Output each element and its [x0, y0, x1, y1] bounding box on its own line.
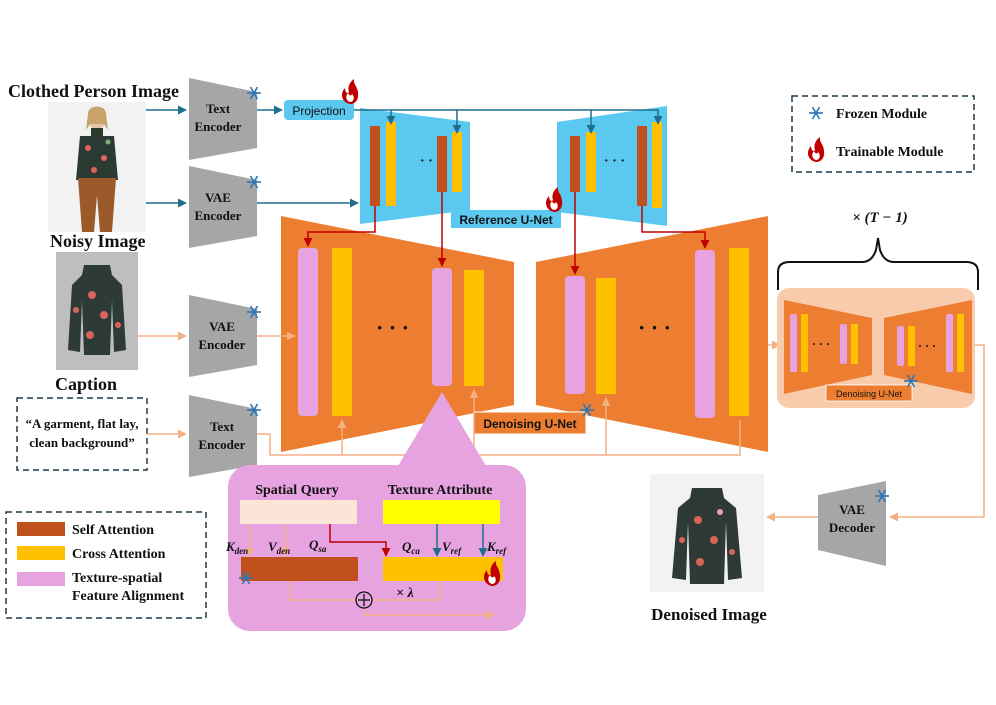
cross-attention-block: [383, 557, 503, 581]
vae-encoder-top: VAE Encoder: [189, 166, 257, 248]
svg-text:Text: Text: [210, 419, 235, 434]
legend-self-attention-swatch: [17, 522, 65, 536]
repeated-unet-label-box: [825, 384, 913, 402]
svg-text:VAE: VAE: [209, 319, 235, 334]
svg-text:· · ·: · · ·: [420, 154, 441, 169]
repeated-unet-label: Denoising U-Net: [836, 389, 903, 399]
svg-text:Encoder: Encoder: [199, 437, 246, 452]
module-legend-box: [791, 95, 975, 173]
k-ref-label: Kref: [486, 539, 507, 556]
v-den-label: Vden: [268, 539, 290, 556]
projection-block: [284, 100, 354, 120]
flame-icon: [808, 137, 825, 162]
legend-trainable-label: Trainable Module: [836, 145, 943, 160]
legend-alignment-label-2: Feature Alignment: [72, 589, 184, 604]
snowflake-icon: [808, 106, 824, 120]
reference-unet-label: Reference U-Net: [459, 213, 552, 227]
svg-text:Encoder: Encoder: [195, 208, 242, 223]
svg-text:VAE: VAE: [205, 190, 231, 205]
text-encoder-bottom: Text Encoder: [189, 395, 257, 477]
clothed-person-image-label: Clothed Person Image: [8, 81, 179, 101]
projection-label: Projection: [292, 104, 345, 118]
svg-text:· · ·: · · ·: [376, 315, 409, 340]
caption-text-line1: “A garment, flat lay,: [25, 416, 138, 431]
denoising-unet-label: Denoising U-Net: [483, 417, 576, 431]
svg-text:· · ·: · · ·: [638, 315, 671, 340]
denoised-image-label: Denoised Image: [651, 605, 767, 624]
svg-text:· · ·: · · ·: [812, 337, 830, 351]
svg-text:· · ·: · · ·: [604, 154, 625, 169]
svg-text:· · ·: · · ·: [918, 339, 936, 353]
attention-legend-box: [5, 511, 207, 619]
legend-alignment-swatch: [17, 572, 65, 586]
self-attention-block: [241, 557, 358, 581]
noisy-image-label: Noisy Image: [50, 231, 146, 251]
svg-text:Text: Text: [206, 101, 231, 116]
clothed-person-image: [48, 102, 146, 232]
caption-label: Caption: [55, 374, 117, 394]
spatial-query-block: [240, 500, 357, 524]
k-den-label: Kden: [225, 539, 248, 556]
q-ca-label: Qca: [402, 539, 420, 556]
texture-attribute-label: Texture Attribute: [388, 483, 493, 498]
svg-text:Encoder: Encoder: [199, 337, 246, 352]
legend-cross-attention-swatch: [17, 546, 65, 560]
reference-unet: · · · · · ·: [360, 106, 667, 226]
flame-icon: [342, 79, 359, 104]
legend-cross-attention-label: Cross Attention: [72, 547, 166, 562]
text-encoder-top: Text Encoder: [189, 78, 257, 160]
repeat-brace: [777, 237, 979, 290]
repeat-label: × (T − 1): [852, 210, 908, 226]
svg-text:Decoder: Decoder: [829, 520, 875, 535]
denoising-unet: · · · · · ·: [281, 216, 768, 452]
legend-self-attention-label: Self Attention: [72, 523, 154, 538]
svg-text:Encoder: Encoder: [195, 119, 242, 134]
svg-text:VAE: VAE: [839, 502, 865, 517]
denoised-image: [650, 474, 764, 592]
legend-alignment-label: Texture-spatial: [72, 571, 162, 586]
legend-frozen-label: Frozen Module: [836, 107, 927, 122]
repeated-unet: · · · · · ·: [784, 300, 972, 394]
caption-text-line2: clean background”: [29, 435, 135, 450]
q-sa-label: Qsa: [309, 537, 327, 554]
noisy-image: [56, 252, 138, 370]
lambda-label: × λ: [396, 586, 414, 601]
vae-encoder-mid: VAE Encoder: [189, 295, 257, 377]
v-ref-label: Vref: [442, 539, 462, 556]
reference-unet-label-box: [451, 210, 561, 228]
vae-decoder: VAE Decoder: [818, 481, 886, 566]
callout-pointer: [398, 392, 486, 466]
spatial-query-label: Spatial Query: [255, 483, 339, 498]
texture-attribute-block: [383, 500, 500, 524]
caption-box: [16, 397, 148, 471]
